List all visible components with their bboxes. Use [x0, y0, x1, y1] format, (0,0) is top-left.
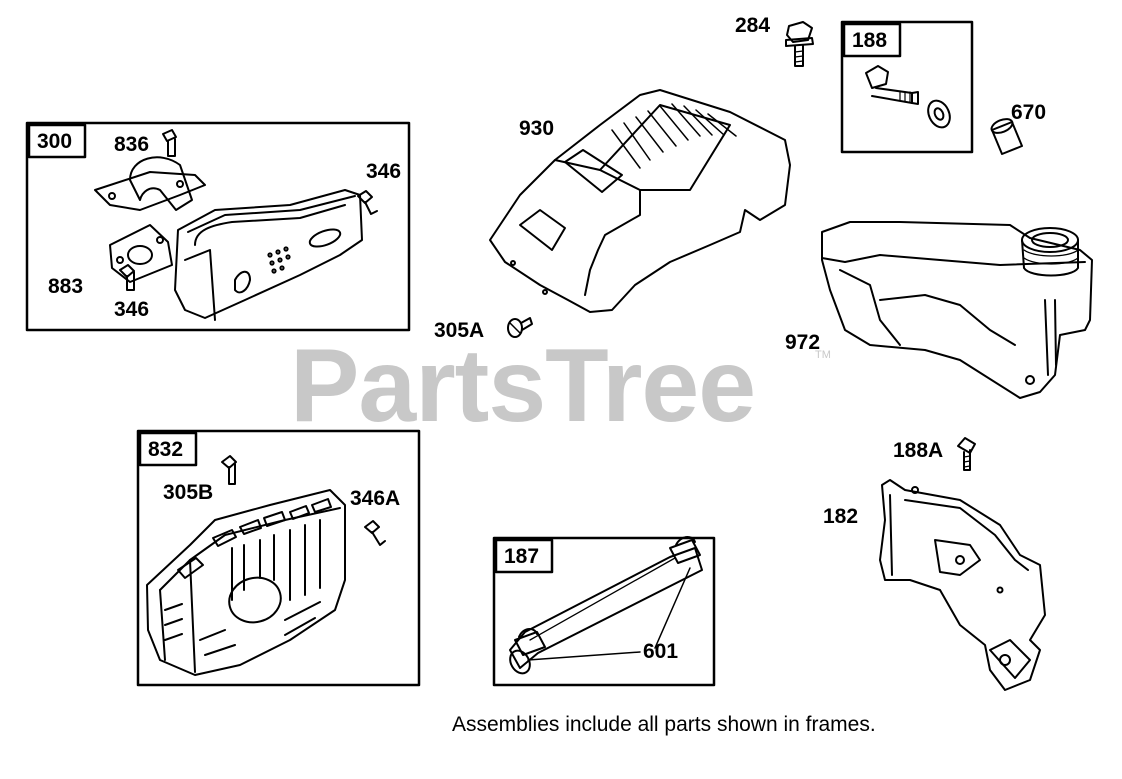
cover-930	[489, 89, 791, 313]
frame-300-box	[25, 121, 411, 332]
frame-number-187: 187	[504, 545, 540, 568]
spacer-670	[990, 118, 1023, 155]
label-305b: 305B	[163, 481, 214, 504]
watermark-trademark: TM	[815, 349, 831, 361]
label-601: 601	[643, 640, 679, 663]
label-305a: 305A	[434, 319, 485, 342]
bolt-188a	[957, 437, 976, 471]
watermark-text: PartsTree	[290, 328, 756, 444]
fuel-tank-972	[821, 221, 1093, 399]
heat-shield-832	[146, 455, 386, 676]
footnote: Assemblies include all parts shown in fr…	[452, 713, 876, 736]
label-883: 883	[48, 275, 84, 298]
label-346-bottom: 346	[114, 298, 150, 321]
label-972: 972	[785, 331, 821, 354]
label-836: 836	[114, 133, 150, 156]
washer-188	[927, 99, 951, 129]
bolt-188	[865, 65, 919, 105]
bracket-182	[879, 479, 1046, 691]
label-346-top: 346	[366, 160, 402, 183]
frame-number-300: 300	[37, 130, 73, 153]
muffler-assembly-300	[94, 129, 378, 321]
label-182: 182	[823, 505, 859, 528]
label-670: 670	[1011, 101, 1047, 124]
label-188a: 188A	[893, 439, 944, 462]
frame-832-box	[136, 429, 421, 687]
screw-305a	[507, 317, 533, 338]
frame-number-188: 188	[852, 29, 888, 52]
frame-number-832: 832	[148, 438, 184, 461]
bolt-284	[785, 21, 814, 67]
label-346a: 346A	[350, 487, 401, 510]
hose-187	[509, 536, 703, 675]
label-930: 930	[519, 117, 555, 140]
frame-188-box	[840, 20, 974, 154]
label-284: 284	[735, 14, 771, 37]
frame-187-box	[492, 536, 716, 687]
